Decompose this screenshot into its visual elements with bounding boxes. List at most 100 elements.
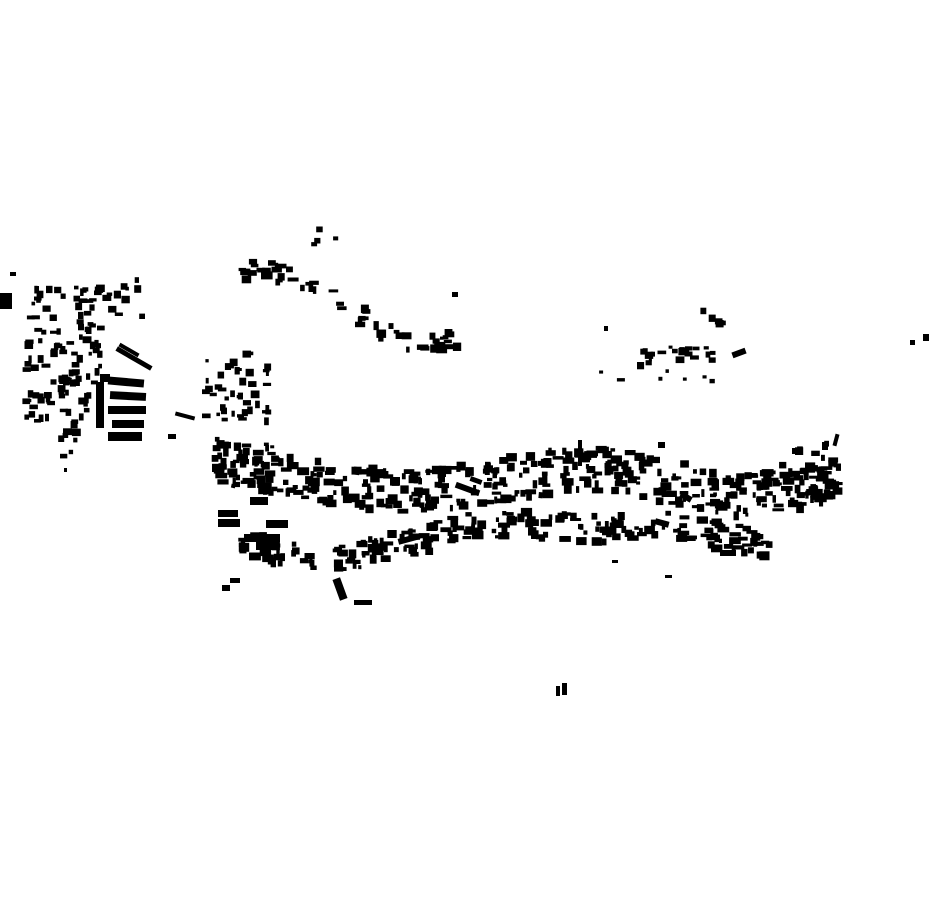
building: [316, 226, 323, 233]
building: [416, 344, 429, 350]
building: [742, 507, 748, 514]
building: [268, 260, 276, 266]
building: [828, 460, 833, 468]
building: [257, 483, 264, 488]
building: [832, 433, 840, 447]
building: [812, 488, 823, 496]
building: [286, 487, 297, 493]
building: [616, 378, 625, 382]
building: [800, 467, 808, 473]
building: [378, 329, 386, 337]
building: [280, 553, 285, 562]
building: [232, 459, 240, 464]
building: [407, 529, 416, 533]
building: [304, 553, 315, 560]
building: [520, 489, 526, 497]
building: [94, 290, 102, 296]
building: [542, 489, 554, 499]
building: [811, 450, 820, 456]
building: [265, 405, 270, 411]
building: [610, 455, 622, 464]
building: [492, 473, 497, 479]
building: [761, 540, 770, 545]
building: [714, 534, 720, 543]
building: [441, 472, 446, 477]
building: [759, 470, 764, 477]
building: [815, 494, 827, 503]
building: [526, 516, 536, 524]
building: [309, 280, 319, 285]
building: [107, 376, 145, 388]
building: [615, 475, 623, 483]
building: [650, 456, 660, 464]
building: [419, 502, 425, 508]
building: [370, 471, 378, 478]
building: [449, 534, 454, 542]
building: [220, 457, 227, 467]
building: [30, 364, 39, 371]
building: [249, 552, 261, 561]
building: [765, 541, 773, 548]
building: [65, 389, 69, 396]
building: [660, 482, 672, 491]
building: [36, 299, 41, 303]
building: [692, 494, 700, 498]
building: [437, 471, 445, 479]
building: [673, 528, 678, 533]
building: [520, 460, 527, 465]
building: [658, 376, 663, 381]
building: [699, 468, 707, 476]
building: [425, 547, 434, 555]
building: [218, 519, 240, 527]
building: [323, 498, 333, 506]
building: [814, 485, 818, 491]
building: [440, 527, 452, 533]
building: [430, 496, 439, 504]
building: [654, 518, 670, 528]
building: [499, 477, 506, 484]
building: [342, 494, 352, 504]
building: [645, 360, 652, 366]
building: [90, 380, 98, 385]
building: [715, 509, 719, 515]
building: [232, 477, 236, 484]
building: [634, 526, 639, 530]
building: [62, 432, 69, 438]
building: [562, 447, 567, 455]
building: [242, 400, 251, 406]
building: [231, 410, 235, 417]
building: [70, 421, 78, 429]
building: [604, 326, 608, 331]
building: [358, 565, 362, 570]
building: [71, 351, 78, 356]
building: [665, 575, 672, 578]
building: [811, 465, 818, 472]
building: [403, 469, 415, 474]
building: [420, 541, 432, 550]
building: [80, 288, 84, 296]
building: [498, 522, 510, 528]
building: [705, 502, 714, 506]
building: [498, 532, 510, 540]
building: [108, 432, 142, 441]
building: [114, 312, 123, 316]
building: [45, 395, 51, 403]
building: [367, 544, 377, 553]
building: [22, 367, 31, 372]
building: [44, 392, 52, 399]
building: [378, 335, 384, 342]
building: [262, 410, 269, 414]
building: [473, 485, 477, 492]
building: [78, 311, 84, 320]
building: [212, 445, 221, 452]
building: [709, 473, 714, 478]
building: [277, 488, 284, 493]
building: [82, 336, 92, 344]
building: [779, 461, 787, 469]
building: [501, 526, 508, 534]
building: [422, 536, 434, 543]
building: [383, 468, 387, 474]
building: [312, 286, 317, 294]
building: [739, 490, 747, 495]
building: [576, 537, 587, 546]
